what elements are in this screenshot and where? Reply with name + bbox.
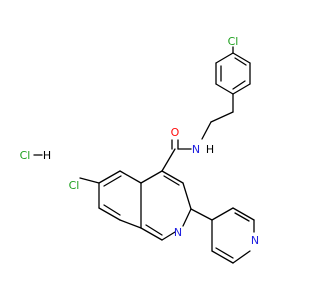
pyridine-ring	[190, 207, 255, 264]
amide-nitrogen-label: N	[192, 143, 200, 156]
carbonyl-oxygen-label: O	[171, 126, 180, 139]
chlorine-top-label: Cl	[228, 35, 239, 48]
chlorine-left-label: Cl	[69, 179, 80, 192]
hcl-chlorine-label: Cl	[20, 149, 31, 162]
ethyl-linker	[201, 93, 234, 140]
cl-quinoline-bond	[79, 177, 100, 184]
amide-group	[161, 139, 192, 172]
pyridine-nitrogen-label: N	[251, 234, 259, 247]
quinoline-nitrogen-label: N	[174, 226, 182, 239]
quinoline-ring	[98, 170, 192, 241]
hcl-hydrogen-label: H	[43, 149, 51, 162]
molecule-canvas: Cl N H O Cl N N Cl H	[20, 35, 259, 264]
structure-drawing: Cl N H O Cl N N Cl H	[20, 35, 259, 264]
chlorophenyl-ring	[215, 52, 251, 95]
amide-hydrogen-label: H	[206, 143, 214, 156]
